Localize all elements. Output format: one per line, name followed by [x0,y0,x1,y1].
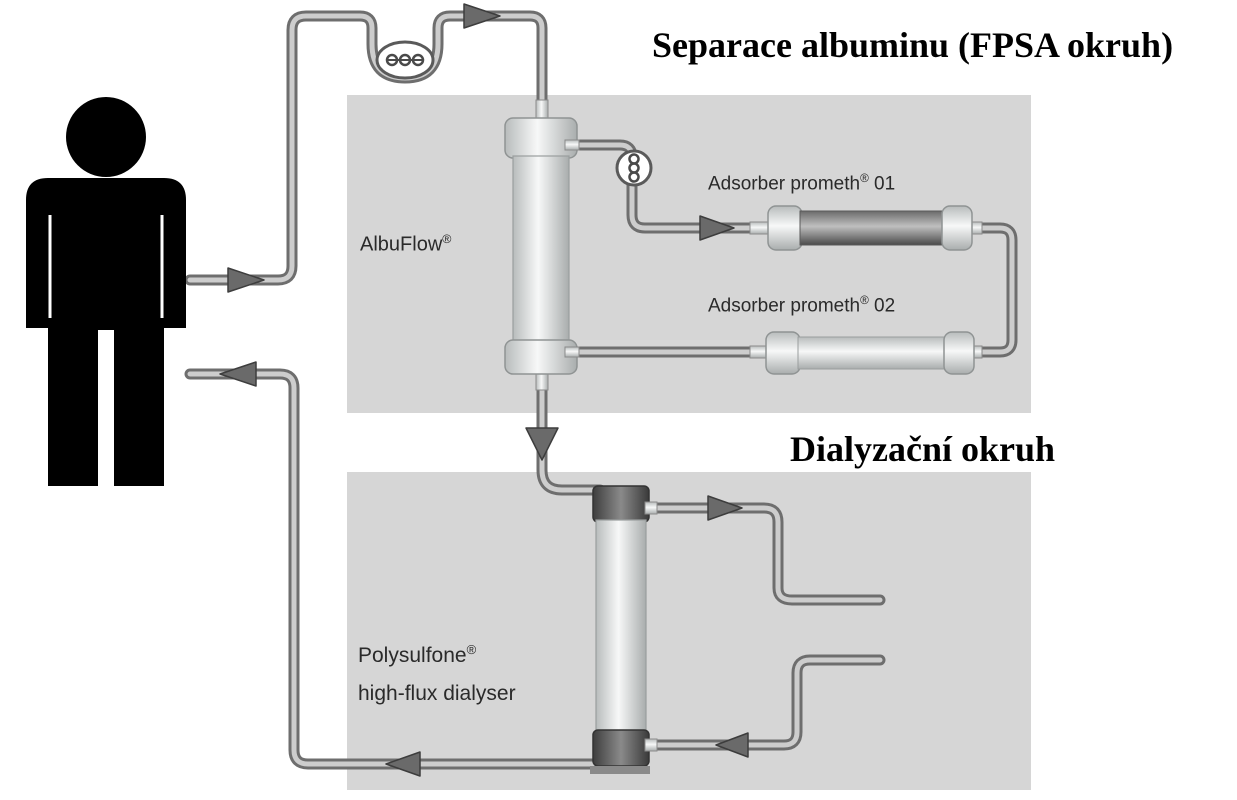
dialysis-circuit-title: Dialyzační okruh [790,429,1056,469]
dialyser-label: high-flux dialyser [358,682,516,705]
triangle-arrow-icon [707,495,743,521]
triangle-arrow-icon [699,215,735,241]
adsorber-02-cartridge [749,331,983,375]
albuflow-name: AlbuFlow [360,233,443,256]
triangle-arrow-icon [219,361,257,387]
adsorber-02-number: 02 [874,295,896,317]
albumin-circuit-title: Separace albuminu (FPSA okruh) [652,25,1174,65]
flow-arrows [219,3,749,777]
adsorber-01-cartridge [749,205,983,251]
patient-limb-separators [48,215,164,486]
adsorber-02-name: Adsorber prometh [708,295,861,317]
registered-mark: ® [442,232,452,246]
dialysis-circuit-panel [347,472,1031,790]
roller-pump-icon [375,40,435,80]
polysulfone-dialyser [590,485,658,774]
registered-mark: ® [860,294,869,307]
person-silhouette-icon [26,97,186,486]
registered-mark: ® [466,642,477,657]
triangle-arrow-icon [385,751,421,777]
albuflow-label: AlbuFlow® [360,232,451,257]
roller-pump-icon [615,149,653,187]
triangle-arrow-icon [525,427,559,461]
adsorber-02-label: Adsorber prometh® 02 [708,294,895,317]
adsorber-01-name: Adsorber prometh [708,173,861,195]
adsorber-01-label: Adsorber prometh® 01 [708,172,895,195]
polysulfone-label: Polysulfone® [358,642,476,668]
triangle-arrow-icon [463,3,501,29]
triangle-arrow-icon [227,267,265,293]
registered-mark: ® [860,172,869,185]
triangle-arrow-icon [715,732,749,758]
adsorber-01-number: 01 [874,173,896,195]
polysulfone-name: Polysulfone [358,644,467,667]
albuflow-filter [504,99,580,391]
